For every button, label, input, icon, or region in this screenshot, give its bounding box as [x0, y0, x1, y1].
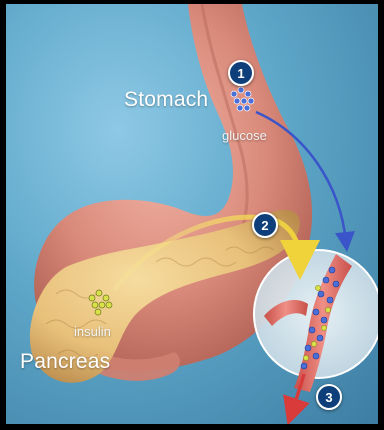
insulin-label: insulin	[74, 324, 111, 339]
step-1-badge: 1	[228, 60, 254, 86]
stomach-label: Stomach	[124, 88, 208, 112]
step-2-badge: 2	[252, 212, 278, 238]
glucose-label: glucose	[222, 128, 267, 143]
pancreas-label: Pancreas	[20, 350, 110, 374]
illustration-stage: Stomach glucose insulin Pancreas 1 2 3	[6, 4, 378, 424]
step-3-badge: 3	[316, 384, 342, 410]
